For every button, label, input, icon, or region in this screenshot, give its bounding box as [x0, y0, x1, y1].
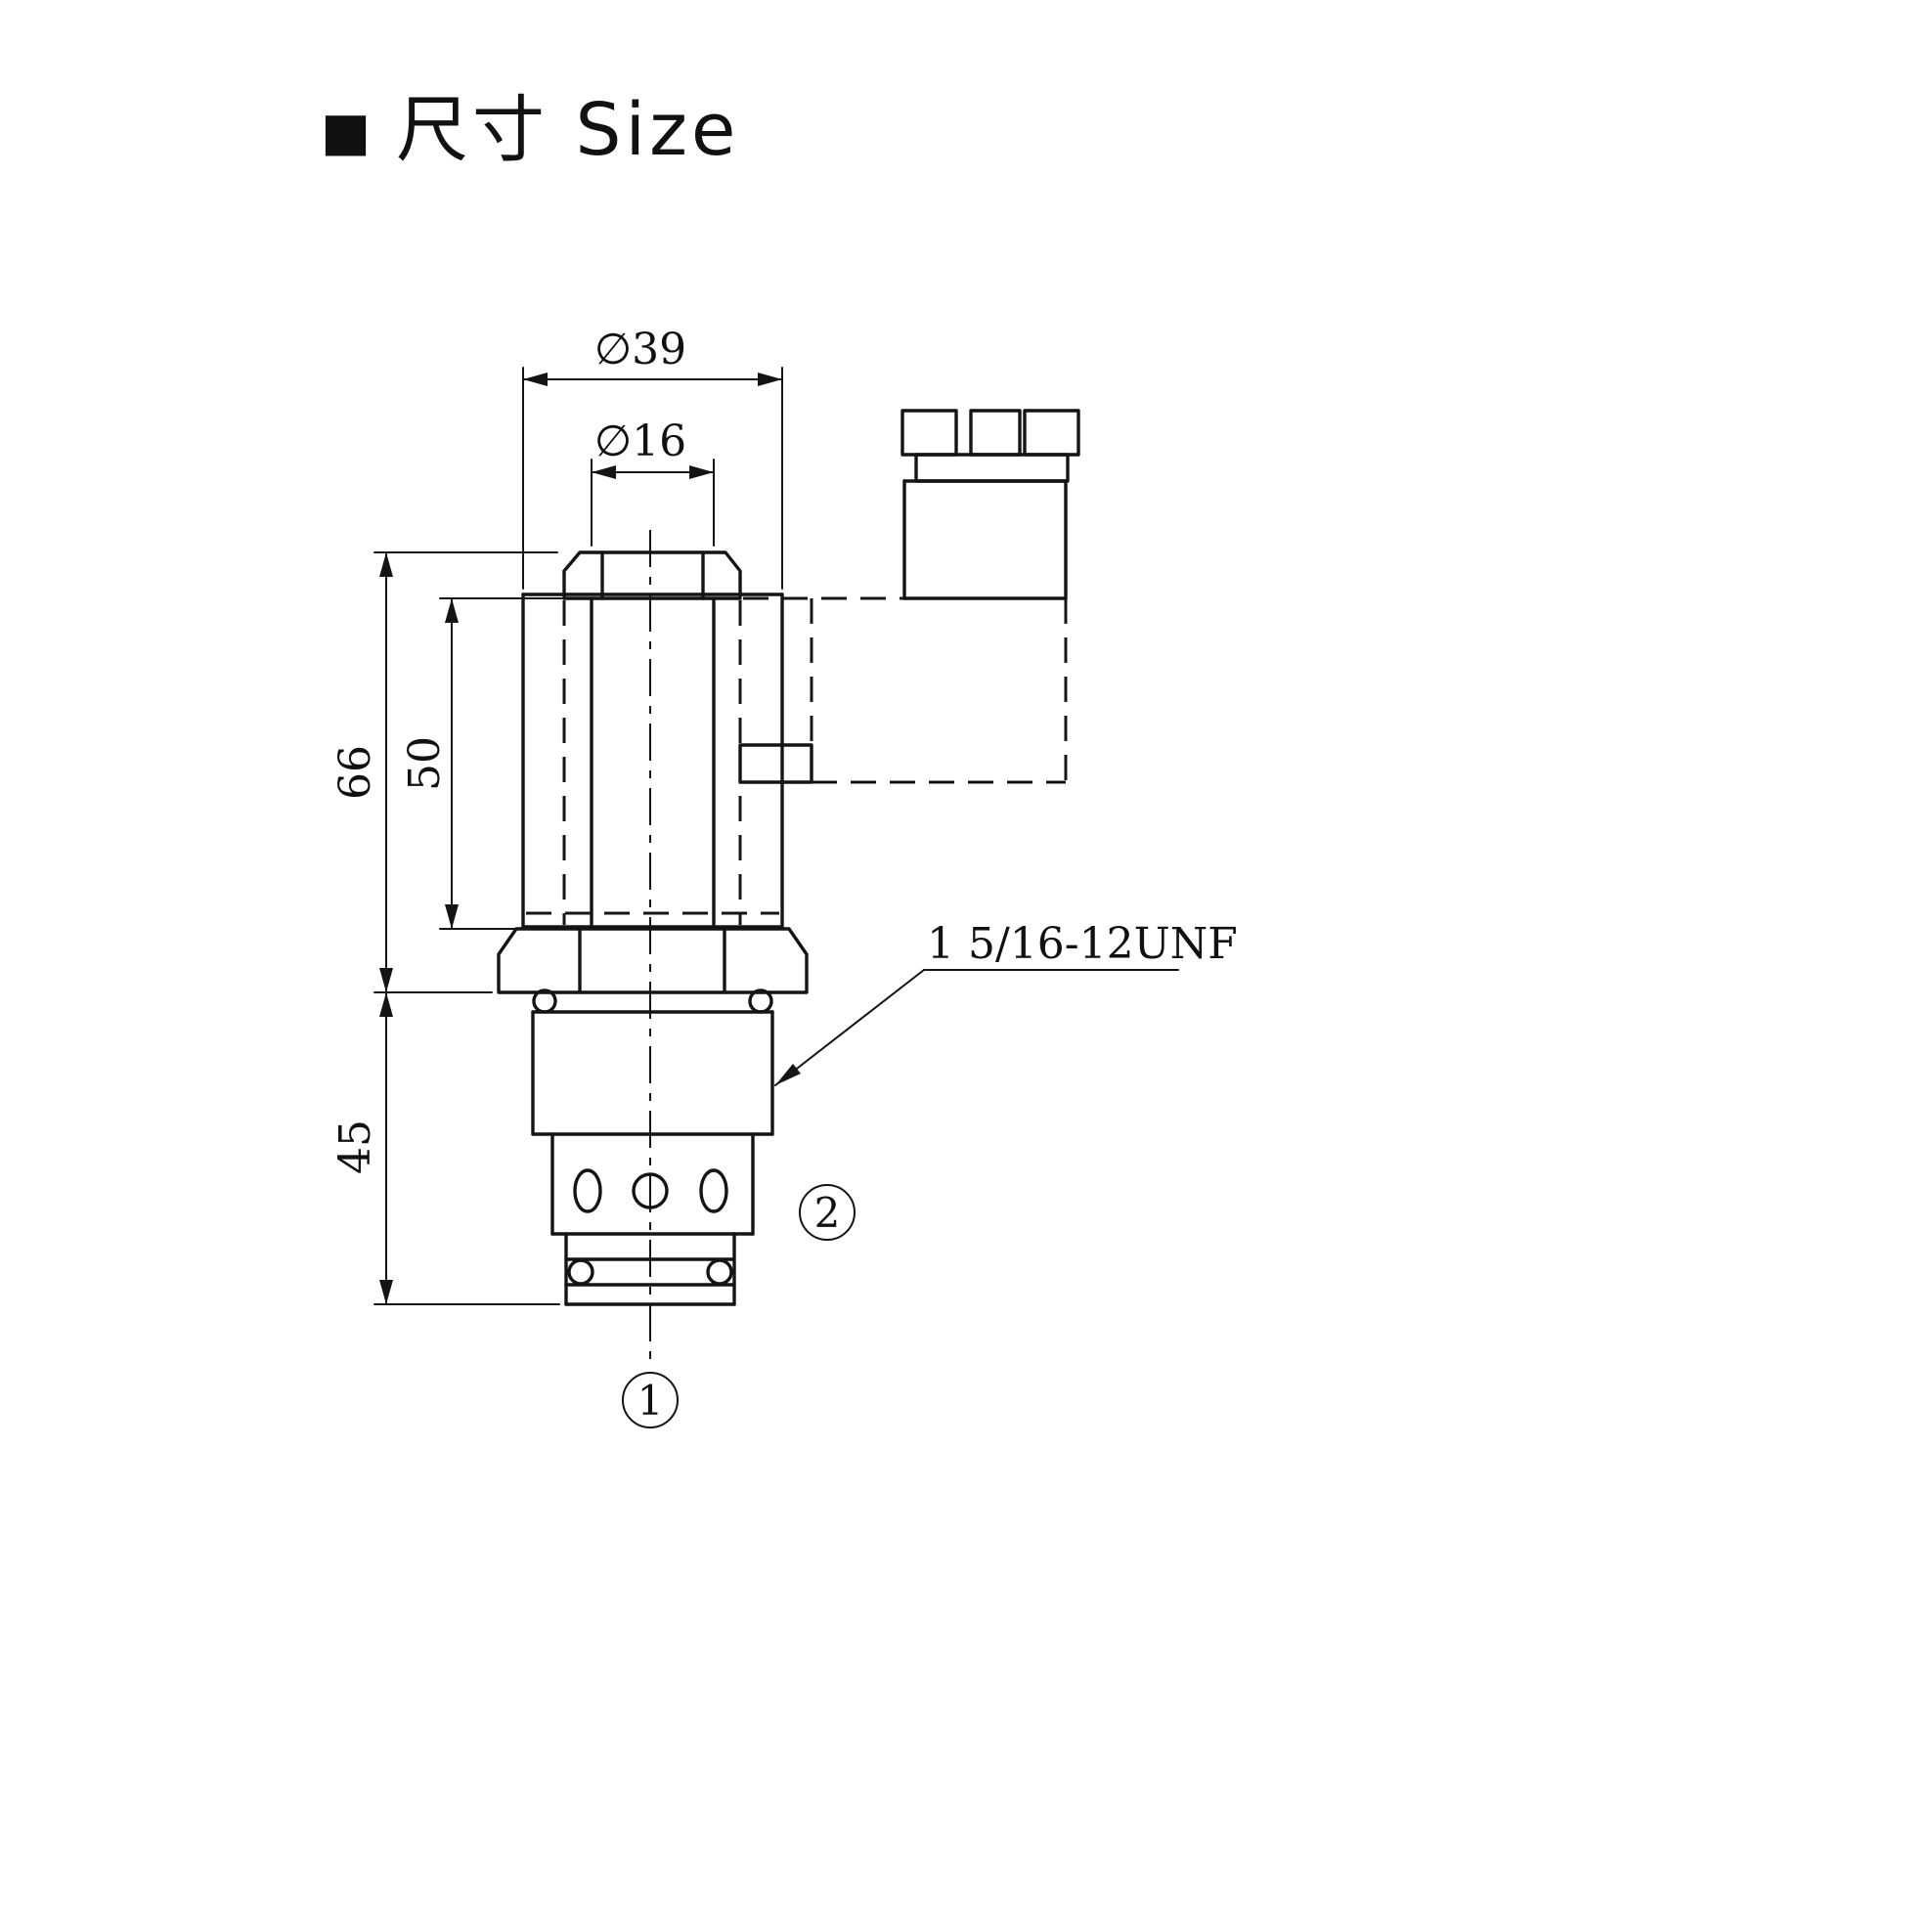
- din-connector: [738, 409, 1080, 784]
- label-tube-diameter: ∅16: [594, 417, 686, 466]
- solenoid-tube: [590, 596, 716, 929]
- label-cartridge-length: 45: [330, 1120, 380, 1174]
- label-outer-diameter: ∅39: [594, 325, 686, 374]
- top-hex-nut: [562, 550, 742, 600]
- dimension-tube-length: 50: [400, 597, 586, 930]
- cartridge-nose: [564, 1232, 736, 1306]
- cartridge-body: [550, 1132, 755, 1236]
- coil-body: [521, 593, 784, 929]
- dimension-tube-diameter: ∅16: [591, 417, 715, 547]
- coil-connector-tab: [738, 743, 813, 784]
- label-port-1: 1: [637, 1377, 664, 1425]
- thread-callout: 1 5/16-12UNF: [774, 919, 1238, 1086]
- mounting-hex-nut: [497, 927, 809, 994]
- side-port-right: [699, 1168, 728, 1213]
- label-coil-height: 66: [330, 745, 380, 800]
- page-header: ■ 尺寸 Size: [321, 94, 739, 166]
- center-port: [632, 1172, 669, 1209]
- label-port-2: 2: [814, 1189, 841, 1237]
- port-balloon-2: 2: [799, 1184, 856, 1241]
- dimension-cartridge-length: 45: [330, 991, 560, 1305]
- label-thread-spec: 1 5/16-12UNF: [927, 919, 1238, 969]
- label-tube-length: 50: [400, 736, 450, 791]
- port-balloon-1: 1: [622, 1372, 679, 1428]
- thread-section: [531, 1010, 774, 1136]
- page-title: 尺寸 Size: [396, 88, 740, 172]
- dimension-coil-height: 66: [330, 551, 558, 993]
- title-square-icon: ■: [321, 101, 372, 162]
- side-port-left: [573, 1168, 602, 1213]
